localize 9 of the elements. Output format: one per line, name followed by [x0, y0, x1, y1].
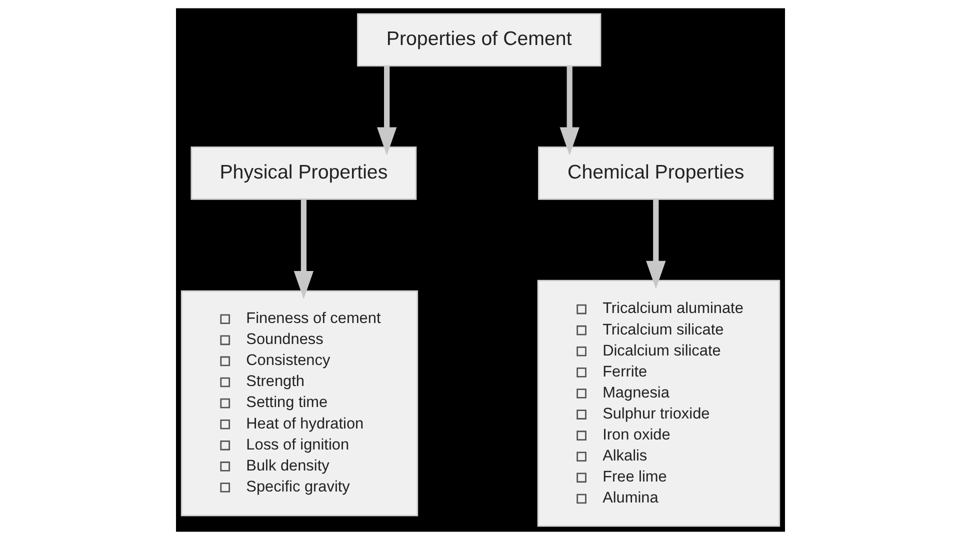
node-box: Properties of Cement [356, 13, 601, 67]
arrow [293, 200, 314, 300]
node-box: Chemical Properties [538, 146, 774, 200]
node-box: Physical Properties [190, 146, 416, 200]
arrow [646, 200, 666, 289]
node-box: Fineness of cement Soundness Consistency Strength Setting time Heat of hydration Loss of ignition Bulk density Specific gravity [180, 290, 418, 516]
node-box: Tricalcium aluminate Tricalcium silicate Dicalcium silicate Ferrite Magnesia Sulphur trioxide Iron oxide Alkalis Free lime Alumina [536, 280, 780, 527]
arrow [559, 66, 579, 156]
arrow [376, 66, 396, 156]
